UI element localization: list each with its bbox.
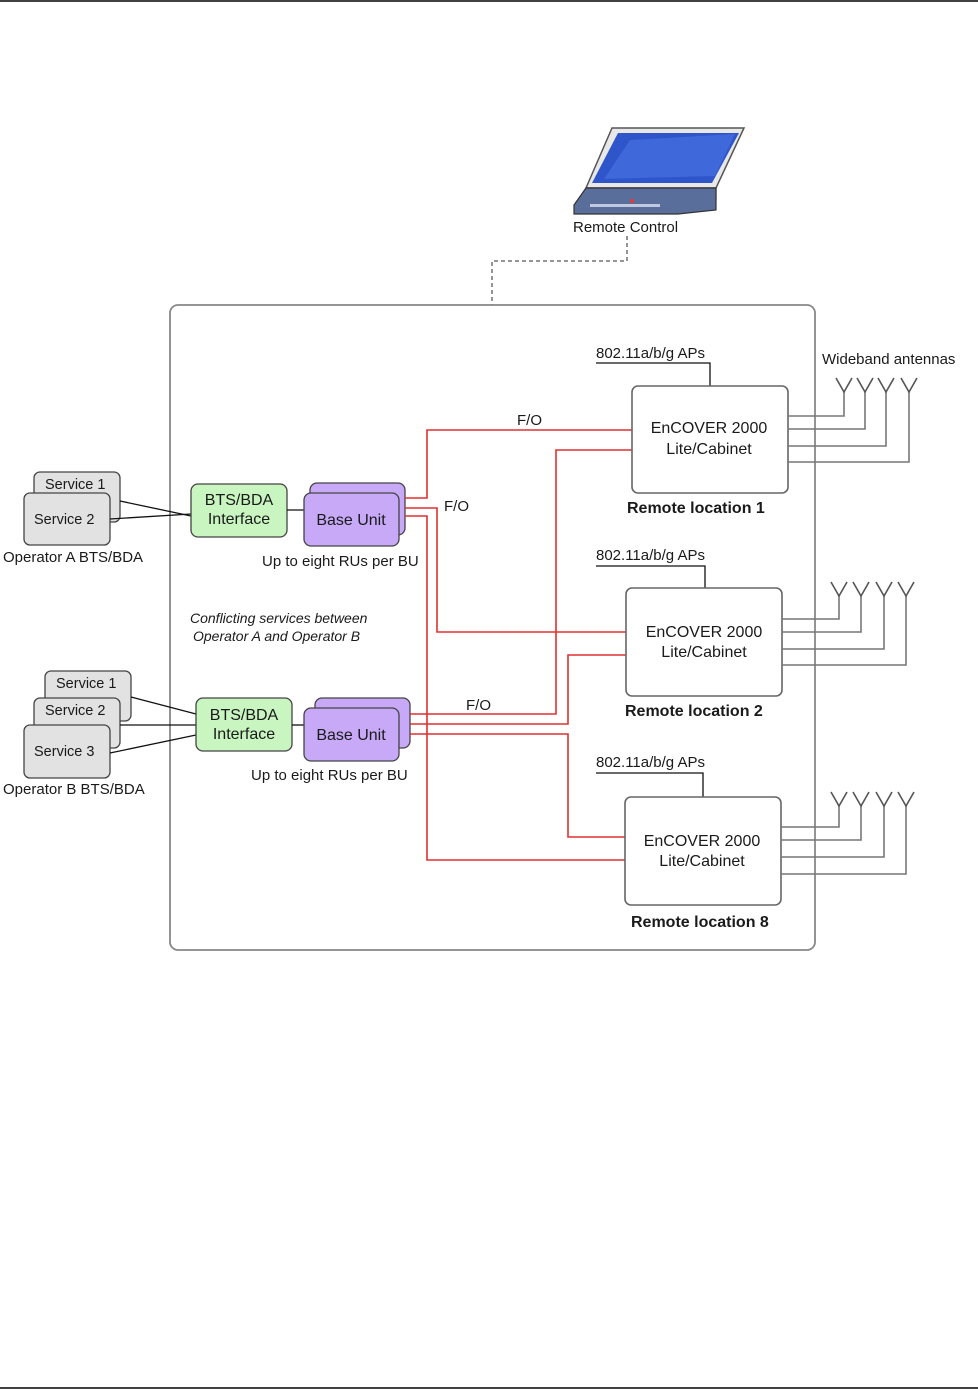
ap-link-r1: [596, 362, 711, 386]
antenna-icon: [875, 791, 893, 808]
remote-unit-1-line1: EnCOVER 2000: [651, 420, 768, 437]
service-connector: [109, 734, 197, 754]
interface-a-line2: Interface: [208, 511, 270, 528]
operator-a-label: Operator A BTS/BDA: [3, 549, 143, 566]
fiber-b-to-r8: [410, 733, 625, 838]
remote-unit-1-line2: Lite/Cabinet: [666, 441, 752, 458]
antenna-icon: [830, 791, 848, 808]
operator-b-services: Service 1 Service 2 Service 3: [23, 670, 132, 779]
fiber-a-to-r8: [405, 515, 625, 861]
ap-label-r8: 802.11a/b/g APs: [596, 754, 705, 771]
antenna-icon: [856, 377, 874, 394]
fo-label-b: F/O: [466, 697, 491, 714]
remote-unit-2-line1: EnCOVER 2000: [646, 624, 763, 641]
antenna-icon: [897, 791, 915, 808]
conflict-note-line1: Conflicting services between: [190, 610, 368, 626]
antenna-icon: [875, 581, 893, 598]
service-label: Service 2: [34, 512, 94, 528]
remote-location-8-label: Remote location 8: [631, 914, 769, 931]
antenna-group-r1: [788, 377, 918, 463]
antenna-icon: [852, 791, 870, 808]
base-unit-b-box: [303, 707, 400, 762]
remote-unit-2: [625, 587, 783, 697]
interface-b-box: [195, 697, 293, 752]
remote-location-1-label: Remote location 1: [627, 500, 765, 517]
base-unit-a-label: Base Unit: [316, 512, 386, 529]
fiber-b-to-r1: [410, 449, 632, 715]
service-label: Service 2: [45, 703, 105, 719]
base-unit-a-box: [303, 492, 400, 547]
ap-label-r1: 802.11a/b/g APs: [596, 345, 705, 362]
remote-unit-1: [631, 385, 789, 494]
fiber-a-to-r1: [405, 429, 632, 499]
antenna-group-r8: [781, 791, 915, 875]
service-connector: [109, 513, 192, 520]
interface-b-line2: Interface: [213, 726, 275, 743]
remote-location-2-label: Remote location 2: [625, 703, 763, 720]
service-connector: [119, 500, 192, 517]
operator-a-services: Service 1 Service 2: [23, 471, 121, 546]
antenna-icon: [900, 377, 918, 394]
conflict-note-line2: Operator A and Operator B: [193, 628, 360, 644]
antenna-icon: [897, 581, 915, 598]
antenna-icon: [835, 377, 853, 394]
antenna-group-r2: [782, 581, 915, 666]
ap-label-r2: 802.11a/b/g APs: [596, 547, 705, 564]
service-label: Service 3: [34, 744, 94, 760]
antenna-icon: [830, 581, 848, 598]
operator-b-label: Operator B BTS/BDA: [3, 781, 145, 798]
remote-unit-8-line1: EnCOVER 2000: [644, 833, 761, 850]
remote-unit-8: [624, 796, 782, 906]
wideband-antennas-label: Wideband antennas: [822, 351, 955, 368]
remote-unit-8-line2: Lite/Cabinet: [659, 853, 745, 870]
service-connector: [130, 696, 197, 715]
service-label: Service 1: [45, 477, 105, 493]
fiber-a-to-r2: [405, 507, 626, 633]
fiber-b-to-r2: [410, 654, 626, 725]
service-box: [23, 724, 111, 779]
control-link: [491, 236, 628, 305]
remote-control-label: Remote Control: [573, 219, 678, 236]
fo-label-a: F/O: [444, 498, 469, 515]
system-enclosure: [169, 304, 816, 951]
interface-b-line1: BTS/BDA: [210, 707, 279, 724]
ap-link-r2: [596, 565, 706, 588]
base-unit-b-label: Base Unit: [316, 727, 386, 744]
antenna-icon: [852, 581, 870, 598]
service-label: Service 1: [56, 676, 116, 692]
remote-unit-2-line2: Lite/Cabinet: [661, 644, 747, 661]
bu-a-note: Up to eight RUs per BU: [262, 553, 419, 570]
bu-b-note: Up to eight RUs per BU: [251, 767, 408, 784]
fo-label-top: F/O: [517, 412, 542, 429]
laptop-icon: [573, 127, 746, 215]
fiber-links: [405, 429, 632, 861]
interface-a-line1: BTS/BDA: [205, 492, 274, 509]
antenna-icon: [877, 377, 895, 394]
ap-link-r8: [596, 772, 704, 797]
